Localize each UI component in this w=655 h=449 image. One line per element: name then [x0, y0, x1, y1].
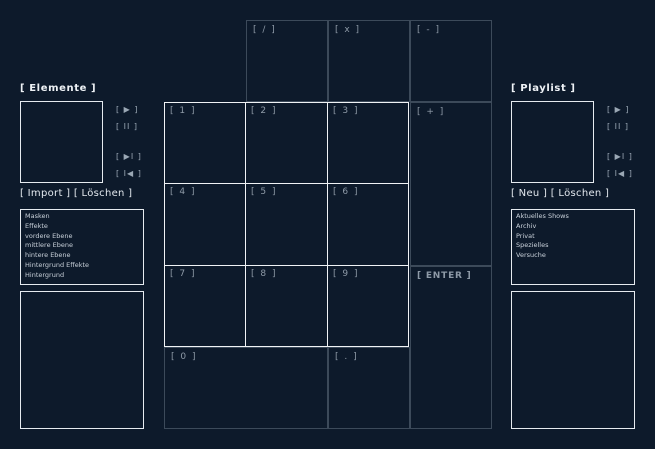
key-1[interactable]: [ 1 ]	[164, 102, 246, 184]
elements-actions: [ Import ] [ Löschen ]	[20, 188, 132, 199]
import-button[interactable]: [ Import ]	[20, 188, 71, 199]
key-3[interactable]: [ 3 ]	[327, 102, 409, 184]
list-item[interactable]: Hintergrund Effekte	[25, 260, 90, 269]
elements-pause-button[interactable]: [ II ]	[116, 122, 139, 131]
playlist-list[interactable]: Aktuelles Shows Archiv Privat Spezielles…	[511, 209, 635, 285]
elements-title: [ Elemente ]	[20, 83, 97, 94]
key-8[interactable]: [ 8 ]	[245, 265, 328, 347]
key-7[interactable]: [ 7 ]	[164, 265, 246, 347]
playlist-pause-button[interactable]: [ II ]	[607, 122, 630, 131]
key-9[interactable]: [ 9 ]	[327, 265, 409, 347]
list-item[interactable]: Aktuelles Shows	[516, 212, 569, 220]
key-5[interactable]: [ 5 ]	[245, 183, 328, 266]
list-item[interactable]: mittlere Ebene	[25, 241, 73, 250]
list-item[interactable]: Spezielles	[516, 241, 549, 250]
elements-next-button[interactable]: [ ▶I ]	[116, 152, 142, 161]
new-button[interactable]: [ Neu ]	[511, 188, 548, 199]
key-divide[interactable]: [ / ]	[246, 20, 328, 102]
key-plus[interactable]: [ + ]	[410, 102, 492, 266]
list-item[interactable]: Masken	[25, 212, 50, 220]
list-item[interactable]: Archiv	[516, 221, 537, 230]
key-6[interactable]: [ 6 ]	[327, 183, 409, 266]
key-dot[interactable]: [ . ]	[328, 347, 410, 429]
playlist-play-button[interactable]: [ ▶ ]	[607, 105, 630, 114]
elements-list[interactable]: Masken Effekte vordere Ebene mittlere Eb…	[20, 209, 144, 285]
key-4[interactable]: [ 4 ]	[164, 183, 246, 266]
elements-detail-panel	[20, 291, 144, 429]
key-multiply[interactable]: [ x ]	[328, 20, 410, 102]
playlist-title: [ Playlist ]	[511, 83, 576, 94]
playlist-preview	[511, 101, 594, 183]
list-item[interactable]: vordere Ebene	[25, 231, 73, 240]
key-0[interactable]: [ 0 ]	[164, 347, 328, 429]
playlist-actions: [ Neu ] [ Löschen ]	[511, 188, 609, 199]
key-enter[interactable]: [ ENTER ]	[410, 266, 492, 429]
playlist-prev-button[interactable]: [ I◀ ]	[607, 169, 633, 178]
list-item[interactable]: Hintergrund	[25, 270, 65, 279]
playlist-next-button[interactable]: [ ▶I ]	[607, 152, 633, 161]
list-item[interactable]: Effekte	[25, 221, 48, 230]
playlist-detail-panel	[511, 291, 635, 429]
list-item[interactable]: hintere Ebene	[25, 251, 71, 260]
key-minus[interactable]: [ - ]	[410, 20, 492, 102]
elements-play-button[interactable]: [ ▶ ]	[116, 105, 139, 114]
key-2[interactable]: [ 2 ]	[245, 102, 328, 184]
list-item[interactable]: Privat	[516, 231, 535, 240]
elements-delete-button[interactable]: [ Löschen ]	[73, 188, 133, 199]
elements-prev-button[interactable]: [ I◀ ]	[116, 169, 142, 178]
list-item[interactable]: Versuche	[516, 251, 546, 260]
elements-preview	[20, 101, 103, 183]
playlist-delete-button[interactable]: [ Löschen ]	[550, 188, 610, 199]
